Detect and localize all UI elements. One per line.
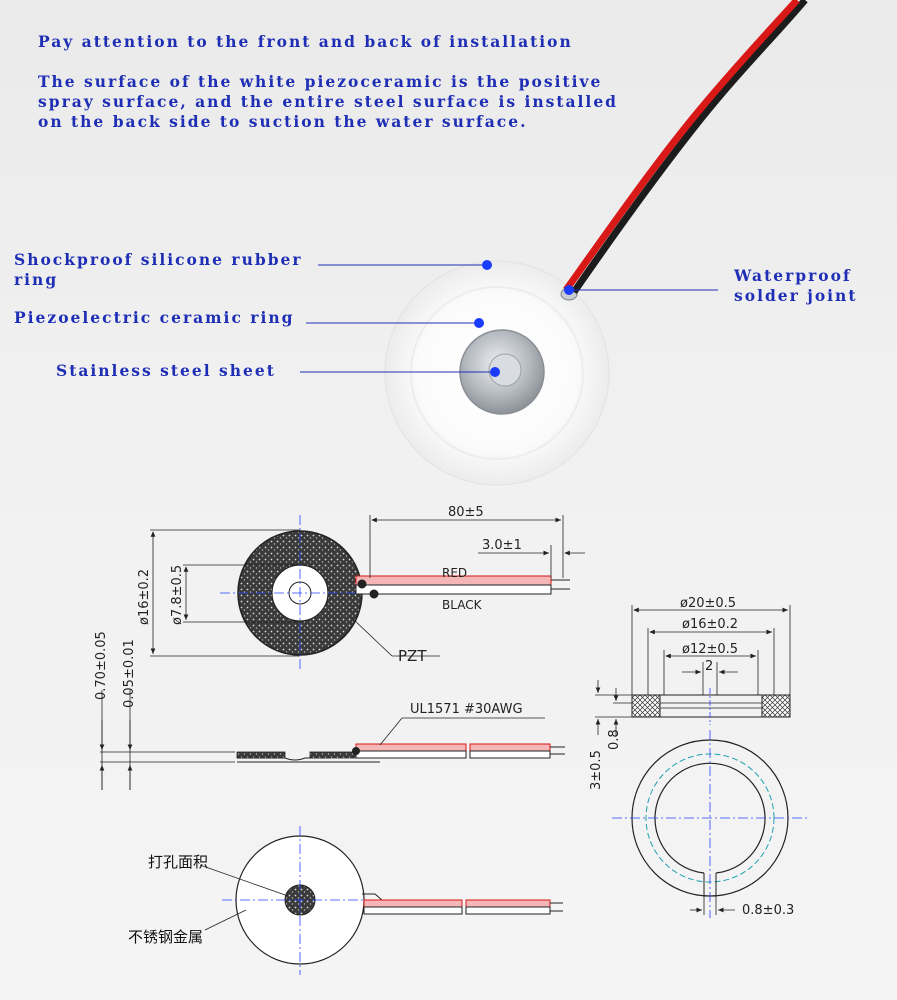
- dim-slot-width: 0.8±0.3: [742, 903, 794, 918]
- label-solder-joint: Waterproof solder joint: [734, 266, 858, 305]
- perforated-area-label: 打孔面积: [148, 853, 208, 871]
- pzt-label: PZT: [398, 647, 427, 665]
- dim-dia-20: ø20±0.5: [680, 596, 736, 611]
- dim-total-thickness: 0.70±0.05: [94, 631, 109, 700]
- label-rubber-ring: Shockproof silicone rubber ring: [14, 250, 303, 289]
- dim-steel-thickness: 0.05±0.01: [122, 639, 137, 708]
- dim-dia-12: ø12±0.5: [682, 642, 738, 657]
- wire-red-label: RED: [442, 566, 467, 580]
- dim-dia-16: ø16±0.2: [682, 617, 738, 632]
- dim-height-08: 0.8: [607, 729, 622, 750]
- dim-inner-dia: ø7.8±0.5: [170, 565, 185, 625]
- callout-leaders: [300, 260, 718, 377]
- dim-strip-length: 3.0±1: [482, 538, 522, 553]
- dim-slot-2: 2: [705, 659, 713, 674]
- back-view-drawing: [199, 826, 563, 975]
- dim-outer-dia: ø16±0.2: [137, 569, 152, 625]
- wire-spec-label: UL1571 #30AWG: [410, 702, 523, 717]
- stainless-metal-label: 不锈钢金属: [128, 928, 203, 946]
- dim-wire-length: 80±5: [448, 505, 484, 520]
- installation-note-body: The surface of the white piezoceramic is…: [38, 72, 619, 131]
- pzt-disc-drawing: [150, 515, 585, 670]
- side-view-drawing: [99, 690, 565, 790]
- dim-height-3: 3±0.5: [589, 750, 604, 790]
- rubber-ring-drawing: [595, 605, 808, 918]
- installation-note-title: Pay attention to the front and back of i…: [38, 32, 573, 51]
- piezo-disc-photo: [384, 0, 808, 486]
- label-ceramic-ring: Piezoelectric ceramic ring: [14, 308, 295, 327]
- label-steel-sheet: Stainless steel sheet: [56, 361, 276, 380]
- wire-black-label: BLACK: [442, 598, 483, 612]
